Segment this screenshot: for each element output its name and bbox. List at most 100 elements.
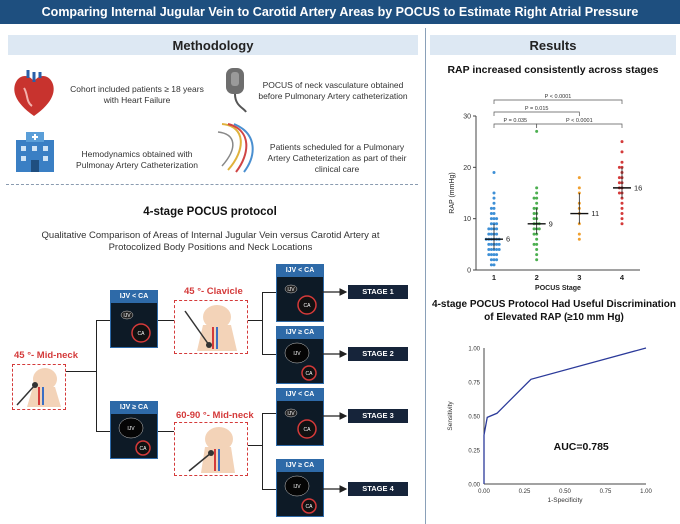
data-point xyxy=(620,160,624,164)
significance-bracket xyxy=(493,111,580,116)
methodology-header: Methodology xyxy=(8,35,418,55)
y-tick-label: 0.50 xyxy=(468,415,480,421)
data-point xyxy=(495,242,499,246)
section-dashed-divider xyxy=(6,184,418,185)
significance-bracket xyxy=(536,123,623,128)
data-point xyxy=(489,232,493,236)
data-point xyxy=(617,176,621,180)
ca-text: CA xyxy=(306,504,314,510)
data-point xyxy=(495,227,499,231)
protocol-title: 4-stage POCUS protocol xyxy=(143,206,277,218)
ijv-lt-ca-label: IJV < CA xyxy=(111,291,157,303)
results-header: Results xyxy=(430,35,676,55)
y-axis-label: Sensitivity xyxy=(447,401,454,431)
position-illustration xyxy=(174,422,248,476)
y-tick-label: 0 xyxy=(467,268,471,275)
x-tick-label: 0.00 xyxy=(478,489,490,495)
data-point xyxy=(489,217,493,221)
x-tick-label: 0.75 xyxy=(600,489,612,495)
vessel-ultrasound: IJV CA xyxy=(120,310,151,343)
ijv-lt-ca-label: IJV < CA xyxy=(277,389,323,401)
data-point xyxy=(620,140,624,144)
connector xyxy=(158,320,174,321)
data-point xyxy=(492,191,496,195)
data-point xyxy=(487,242,491,246)
data-point xyxy=(492,201,496,205)
data-point xyxy=(489,212,493,216)
data-point xyxy=(489,242,493,246)
position-illustration xyxy=(174,300,248,354)
vessel-ultrasound: IJV CA xyxy=(284,284,317,315)
y-tick-label: 20 xyxy=(463,165,471,172)
data-point xyxy=(532,232,536,236)
data-point xyxy=(535,129,539,133)
data-point xyxy=(497,242,501,246)
data-point xyxy=(492,212,496,216)
data-point xyxy=(620,150,624,154)
ultrasound-panel: IJV < CA IJV CA xyxy=(110,290,158,348)
data-point xyxy=(532,227,536,231)
position-label: 45 °- Clavicle xyxy=(184,286,243,297)
data-point xyxy=(535,258,539,262)
data-point xyxy=(489,253,493,257)
protocol-subtitle: Qualitative Comparison of Areas of Inter… xyxy=(41,230,380,253)
data-point xyxy=(489,263,493,267)
data-point xyxy=(535,196,539,200)
data-point xyxy=(492,263,496,267)
ca-text: CA xyxy=(140,446,148,452)
roc-curve-chart: 0.000.000.250.250.500.500.750.751.001.00… xyxy=(447,347,652,505)
data-point xyxy=(492,253,496,257)
x-tick-label: 4 xyxy=(620,273,625,282)
cohort-text: Cohort included patients ≥ 18 years with… xyxy=(70,84,204,105)
data-point xyxy=(492,170,496,174)
ultrasound-panel: IJV ≥ CA IJV CA xyxy=(276,459,324,517)
y-tick-label: 10 xyxy=(463,216,471,223)
data-point xyxy=(577,176,581,180)
patients-scheduled-text: Patients scheduled for a Pulmonary Arter… xyxy=(267,142,407,174)
column-divider xyxy=(425,28,426,524)
ultrasound-panel: IJV < CA IJV CA xyxy=(276,264,324,322)
median-label: 11 xyxy=(591,209,599,218)
ca-text: CA xyxy=(304,303,312,309)
data-point xyxy=(492,206,496,210)
data-point xyxy=(620,206,624,210)
data-point xyxy=(495,232,499,236)
roc-curve xyxy=(483,347,647,484)
data-point xyxy=(535,237,539,241)
connector xyxy=(158,431,174,432)
connector xyxy=(262,413,276,414)
rap-chart-title: RAP increased consistently across stages xyxy=(447,64,659,76)
p-value-label: P < 0.0001 xyxy=(545,94,572,100)
data-point xyxy=(535,253,539,257)
x-tick-label: 1 xyxy=(492,273,496,282)
x-tick-label: 2 xyxy=(535,273,539,282)
data-point xyxy=(492,217,496,221)
data-point xyxy=(495,247,499,251)
data-point xyxy=(487,227,491,231)
p-value-label: P = 0.035 xyxy=(504,118,528,124)
connector xyxy=(262,354,276,355)
ca-text: CA xyxy=(138,331,146,337)
y-axis-label: RAP (mmHg) xyxy=(449,172,456,213)
data-point xyxy=(495,253,499,257)
data-point xyxy=(487,232,491,236)
x-tick-label: 0.50 xyxy=(559,489,571,495)
ca-text: CA xyxy=(304,427,312,433)
data-point xyxy=(487,247,491,251)
p-value-label: P = 0.015 xyxy=(525,106,549,112)
ijv-text: IJV xyxy=(287,287,295,293)
data-point xyxy=(535,186,539,190)
ijv-text: IJV xyxy=(127,426,135,432)
ultrasound-panel: IJV ≥ CA IJV CA xyxy=(110,401,158,459)
head-illustration xyxy=(184,305,237,351)
data-point xyxy=(497,247,501,251)
x-tick-label: 3 xyxy=(577,273,581,282)
hemodynamics-text: Hemodynamics obtained with Pulmonay Arte… xyxy=(76,149,198,170)
ultrasound-probe-icon xyxy=(226,68,247,113)
vessel-ultrasound: IJV CA xyxy=(284,475,317,514)
data-point xyxy=(489,258,493,262)
median-label: 9 xyxy=(549,219,553,228)
y-tick-label: 0.25 xyxy=(468,449,480,455)
y-tick-label: 0.00 xyxy=(468,483,480,489)
data-point xyxy=(532,196,536,200)
